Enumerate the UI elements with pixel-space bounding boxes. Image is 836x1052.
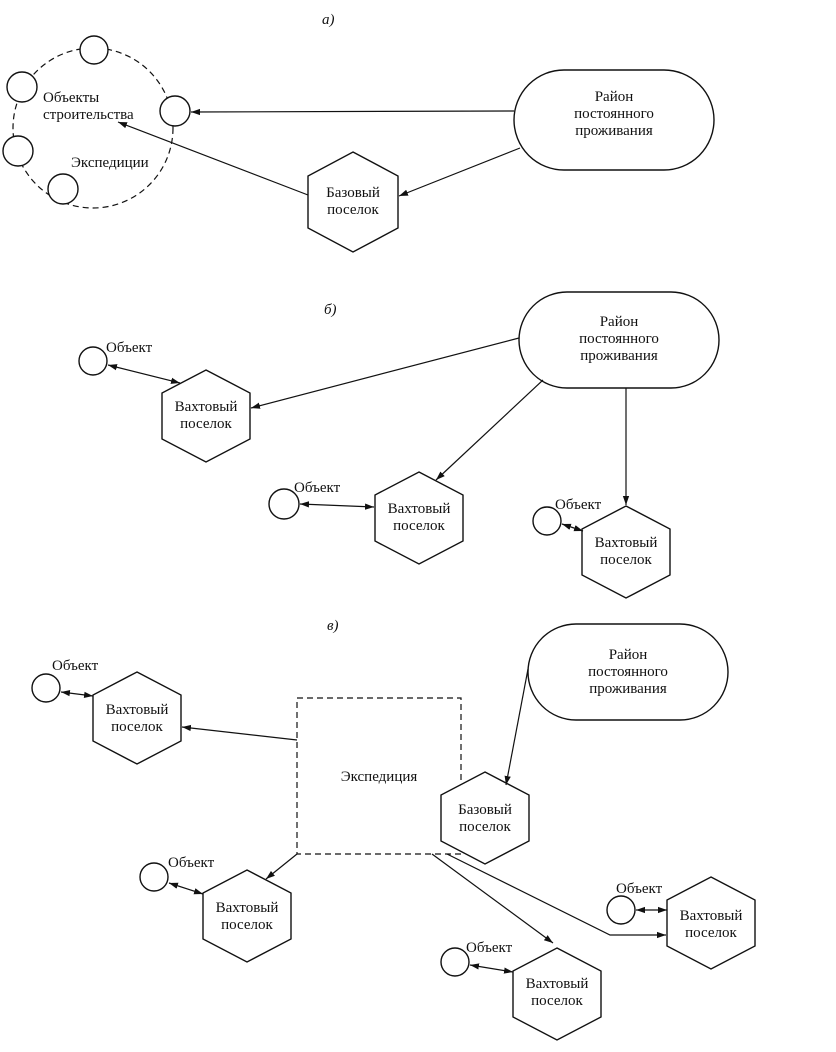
object-circle (440, 947, 470, 977)
arrow-region-to-shift-village-1 (250, 337, 520, 409)
object-circle (79, 35, 109, 65)
shift-village-hexagon (666, 876, 756, 970)
object-circle (31, 673, 61, 703)
object-circle (532, 506, 562, 536)
part-b-label: б) (324, 302, 337, 318)
expedition-dashed-box (296, 697, 462, 855)
shift-village-label-line1: Вахтовый (388, 501, 451, 517)
arrow-region-to-base (504, 668, 529, 786)
object-label: Объект (168, 855, 215, 871)
arrow-expedition-to-shift-village (431, 853, 554, 944)
object-circle (6, 71, 38, 103)
object-circle (139, 862, 169, 892)
arrow-object-shift-village (60, 689, 94, 699)
shift-village-hexagon (202, 869, 292, 963)
region-label-line1: Район (609, 647, 648, 663)
objects-construction-label-line2: строительства (43, 107, 134, 123)
object-circle (606, 895, 636, 925)
region-label-line3: проживания (580, 348, 658, 364)
region-label-line2: постоянного (588, 664, 668, 680)
object-label: Объект (555, 497, 602, 513)
object-circle (78, 346, 108, 376)
part-v-label: в) (327, 618, 339, 634)
region-label-line1: Район (595, 89, 634, 105)
shift-village-hexagon (374, 471, 464, 565)
part-v: в) Район постоянного проживания Экспедиц… (31, 618, 756, 1041)
shift-village-label-line1: Вахтовый (595, 535, 658, 551)
part-a-label: а) (322, 12, 335, 28)
object-circle (2, 135, 34, 167)
object-circle (268, 488, 300, 520)
arrow-object-shift-village (107, 364, 181, 384)
base-village-label-line1: Базовый (458, 802, 512, 818)
arrow-object-shift-village (168, 882, 204, 895)
base-village-label-line2: поселок (459, 819, 511, 835)
expeditions-label: Экспедиции (71, 155, 149, 171)
shift-village-label-line1: Вахтовый (216, 900, 279, 916)
shift-village-hexagon (92, 671, 182, 765)
arrow-expedition-to-shift-village (181, 724, 298, 741)
shift-village-hexagon (512, 947, 602, 1041)
arrow-base-to-objects (117, 121, 309, 196)
part-b: б) Район постоянного проживания Вахтовый… (78, 291, 720, 599)
objects-construction-label-line1: Объекты (43, 90, 99, 106)
object-label: Объект (52, 658, 99, 674)
shift-village-label-line2: поселок (393, 518, 445, 534)
shift-village-label-line2: поселок (600, 552, 652, 568)
shift-village-label-line2: поселок (111, 719, 163, 735)
shift-village-label-line2: поселок (180, 416, 232, 432)
construction-zone-dashed-circle (12, 47, 174, 209)
shift-village-label-line2: поселок (221, 917, 273, 933)
arrow-object-shift-village (561, 523, 584, 532)
base-village-label-line1: Базовый (326, 185, 380, 201)
residence-region-rounded (518, 291, 720, 389)
expedition-label: Экспедиция (341, 769, 418, 785)
region-label-line3: проживания (589, 681, 667, 697)
object-circle (47, 173, 79, 205)
region-label-line1: Район (600, 314, 639, 330)
base-village-hexagon (307, 151, 399, 253)
base-village-label-line2: поселок (327, 202, 379, 218)
base-village-hexagon (440, 771, 530, 865)
shift-village-label-line2: поселок (531, 993, 583, 1009)
region-label-line2: постоянного (574, 106, 654, 122)
shift-village-label-line2: поселок (685, 925, 737, 941)
object-label: Объект (616, 881, 663, 897)
arrow-region-to-objects (190, 108, 515, 116)
arrow-expedition-to-shift-village (446, 853, 666, 939)
shift-village-label-line1: Вахтовый (175, 399, 238, 415)
part-a: а) Объекты строительства Экспедиции Райо… (2, 12, 715, 253)
shift-village-label-line1: Вахтовый (526, 976, 589, 992)
object-circle (159, 95, 191, 127)
arrow-object-shift-village (469, 963, 514, 974)
shift-village-label-line1: Вахтовый (106, 702, 169, 718)
region-label-line3: проживания (575, 123, 653, 139)
shift-village-hexagon (161, 369, 251, 463)
arrow-object-shift-village (299, 501, 375, 510)
arrow-region-to-base (398, 147, 521, 197)
region-label-line2: постоянного (579, 331, 659, 347)
object-label: Объект (466, 940, 513, 956)
arrow-region-to-shift-village-2 (435, 379, 544, 481)
arrow-expedition-to-shift-village (265, 853, 298, 880)
object-label: Объект (106, 340, 153, 356)
object-label: Объект (294, 480, 341, 496)
residence-region-rounded (513, 69, 715, 171)
shift-village-label-line1: Вахтовый (680, 908, 743, 924)
